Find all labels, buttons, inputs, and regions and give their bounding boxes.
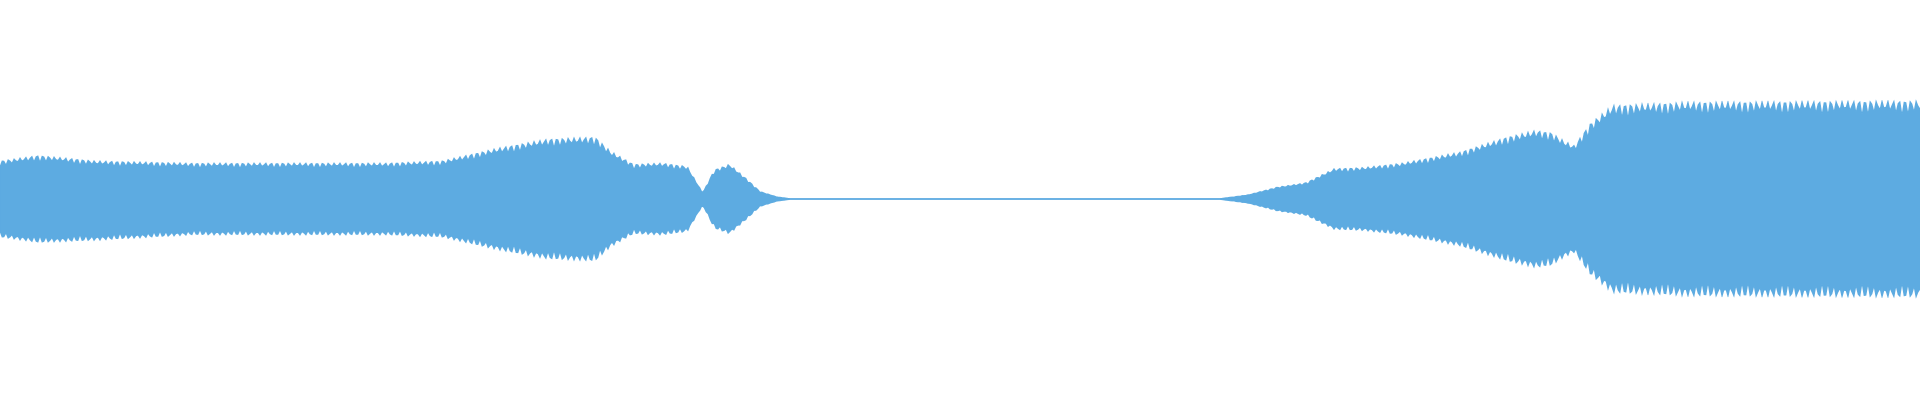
waveform-shape-group	[0, 99, 1920, 299]
waveform-envelope	[0, 99, 1920, 299]
